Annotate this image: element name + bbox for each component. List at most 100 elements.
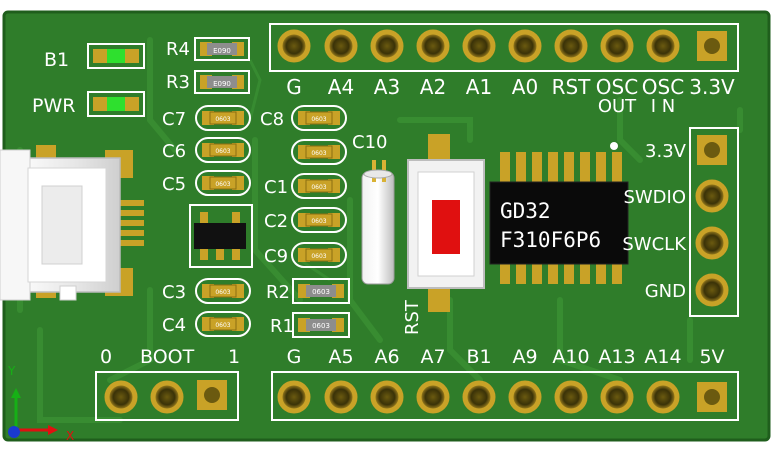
boot-pin-0[interactable]	[104, 380, 138, 414]
resistor-r1: 0603	[292, 312, 350, 338]
top-pin-5[interactable]	[508, 29, 542, 63]
boot-header-outline	[95, 371, 239, 421]
label-c8: C8	[260, 109, 284, 130]
top-pin-sublabel-7: OUT	[598, 96, 637, 117]
top-pin-4[interactable]	[462, 29, 496, 63]
label-c1: C1	[264, 177, 288, 198]
top-pin-2[interactable]	[370, 29, 404, 63]
label-b1: B1	[44, 49, 69, 71]
led-pwr	[87, 91, 145, 117]
axis-gizmo-icon: Y X	[7, 364, 74, 443]
side-header-outline	[689, 127, 739, 317]
capacitor-c1: 0603	[291, 173, 347, 199]
bottom-pin-1[interactable]	[324, 380, 358, 414]
bottom-pin-label-4: B1	[466, 346, 491, 368]
top-pin-6[interactable]	[554, 29, 588, 63]
bottom-pin-label-1: A5	[328, 346, 353, 368]
top-pin-label-1: A4	[328, 75, 354, 99]
reset-button[interactable]	[407, 134, 485, 312]
svg-text:0603: 0603	[215, 181, 230, 188]
side-pin-label-2: SWCLK	[622, 234, 687, 255]
bottom-pin-9-hole	[704, 389, 720, 405]
svg-text:0603: 0603	[311, 253, 326, 260]
label-c9: C9	[264, 246, 288, 267]
bottom-pin-label-2: A6	[374, 346, 399, 368]
bottom-pin-label-8: A14	[644, 346, 681, 368]
label-boot-0: 0	[100, 346, 112, 368]
label-boot-1: 1	[228, 346, 240, 368]
top-pin-3[interactable]	[416, 29, 450, 63]
svg-text:E090: E090	[213, 47, 231, 55]
label-boot: BOOT	[140, 346, 195, 368]
side-pin-2[interactable]	[695, 226, 729, 260]
label-rst: RST	[402, 299, 423, 335]
bottom-pin-6[interactable]	[554, 380, 588, 414]
svg-text:0603: 0603	[215, 322, 230, 329]
mcu-chip: GD32 F310F6P6	[489, 142, 629, 284]
label-pwr: PWR	[32, 95, 75, 117]
resistor-r3: E090	[194, 70, 250, 94]
capacitor-c10: 0603	[291, 139, 347, 165]
label-r1: R1	[270, 316, 294, 337]
usb-connector	[0, 145, 144, 301]
svg-text:0603: 0603	[311, 150, 326, 157]
svg-text:Y: Y	[7, 364, 16, 378]
top-pin-label-9: 3.3V	[689, 75, 735, 99]
bottom-pin-3[interactable]	[416, 380, 450, 414]
side-pin-1[interactable]	[695, 179, 729, 213]
top-pin-9-hole	[704, 38, 720, 54]
top-header-pins	[277, 29, 727, 63]
capacitor-c7: 0603	[195, 105, 251, 131]
label-r2: R2	[266, 282, 290, 303]
side-pin-0-hole	[704, 142, 720, 158]
svg-text:E090: E090	[213, 80, 231, 88]
copper-traces	[17, 37, 743, 423]
capacitor-c6: 0603	[195, 137, 251, 163]
svg-text:0603: 0603	[311, 116, 326, 123]
svg-text:X: X	[66, 429, 74, 443]
capacitor-c8: 0603	[291, 105, 347, 131]
bottom-pin-4[interactable]	[462, 380, 496, 414]
bottom-pin-7[interactable]	[600, 380, 634, 414]
side-header-pins	[695, 135, 729, 307]
bottom-pin-label-9: 5V	[699, 346, 724, 368]
top-header-outline	[269, 23, 739, 72]
bottom-pin-2[interactable]	[370, 380, 404, 414]
top-pin-8[interactable]	[646, 29, 680, 63]
label-c2: C2	[264, 211, 288, 232]
label-c6: C6	[162, 141, 186, 162]
side-pin-label-3: GND	[645, 281, 686, 302]
capacitor-c9: 0603	[291, 242, 347, 268]
bottom-pin-8[interactable]	[646, 380, 680, 414]
top-pin-label-2: A3	[374, 75, 400, 99]
side-pin-3[interactable]	[695, 273, 729, 307]
capacitor-c4: 0603	[195, 311, 251, 337]
chip-marking-1: GD32	[500, 199, 551, 223]
svg-text:0603: 0603	[312, 288, 330, 296]
regulator-chip	[189, 204, 253, 268]
bottom-pin-label-5: A9	[512, 346, 537, 368]
top-pin-label-3: A2	[420, 75, 446, 99]
svg-text:0603: 0603	[215, 289, 230, 296]
boot-pin-mid[interactable]	[150, 380, 184, 414]
top-pin-1[interactable]	[324, 29, 358, 63]
boot-header-pins	[104, 380, 227, 414]
chip-marking-2: F310F6P6	[500, 228, 601, 252]
top-pin-label-5: A0	[512, 75, 538, 99]
top-pin-label-4: A1	[466, 75, 492, 99]
bottom-header-outline	[271, 371, 739, 421]
bottom-pin-label-6: A10	[552, 346, 589, 368]
bottom-pin-5[interactable]	[508, 380, 542, 414]
top-pin-label-6: RST	[552, 75, 592, 99]
top-pin-label-8: OSC	[642, 75, 684, 99]
label-c10: C10	[352, 132, 387, 153]
top-pin-7[interactable]	[600, 29, 634, 63]
bottom-pin-0[interactable]	[277, 380, 311, 414]
resistor-r2: 0603	[292, 278, 350, 304]
top-pin-sublabel-8: I N	[651, 96, 676, 117]
top-pin-0[interactable]	[277, 29, 311, 63]
label-c4: C4	[162, 315, 186, 336]
